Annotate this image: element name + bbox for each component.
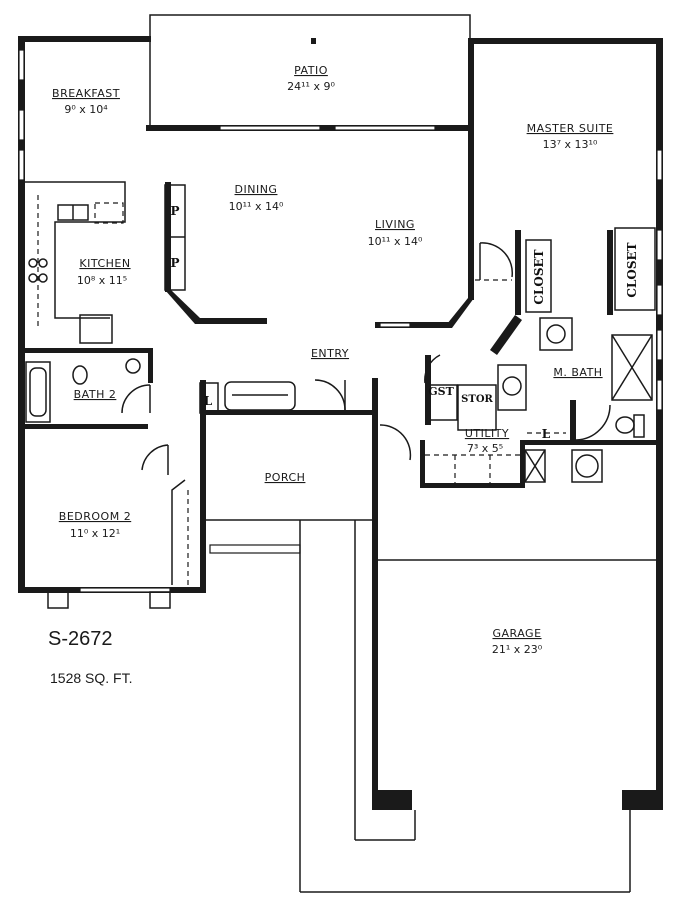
plan-model-number: S-2672 xyxy=(48,628,113,650)
pantry-label: P xyxy=(170,256,179,270)
room-breakfast-name: BREAKFAST xyxy=(52,87,120,100)
room-patio-name: PATIO xyxy=(294,64,328,77)
room-bath2-name: BATH 2 xyxy=(74,388,117,401)
master-fixtures: L xyxy=(379,227,656,483)
pantry: P P xyxy=(164,184,186,291)
room-bedroom2-name: BEDROOM 2 xyxy=(59,510,131,523)
patio-post xyxy=(311,38,316,44)
windows xyxy=(18,49,663,609)
kitchen-counters xyxy=(25,181,126,344)
room-kitchen-dims: 10⁸ x 11⁵ xyxy=(77,274,127,287)
room-kitchen-name: KITCHEN xyxy=(79,257,130,270)
stor-label: STOR xyxy=(461,394,493,405)
room-garage-name: GARAGE xyxy=(492,627,541,640)
room-patio-dims: 24¹¹ x 9⁰ xyxy=(287,80,335,93)
pantry-label: P xyxy=(170,204,179,218)
room-master-suite-name: MASTER SUITE xyxy=(527,122,614,135)
room-living-dims: 10¹¹ x 14⁰ xyxy=(368,235,423,248)
linen-label: L xyxy=(542,427,551,441)
room-utility-dims: 7³ x 5⁵ xyxy=(467,442,503,455)
gst-label: GST xyxy=(428,385,454,398)
closet-label: CLOSET xyxy=(532,249,546,304)
room-utility-name: UTILITY xyxy=(465,427,509,440)
exterior-walls xyxy=(18,36,663,810)
garage-driveway xyxy=(206,519,656,893)
room-living-name: LIVING xyxy=(375,218,415,231)
room-master-suite-dims: 13⁷ x 13¹⁰ xyxy=(543,138,598,151)
room-garage-dims: 21¹ x 23⁰ xyxy=(492,643,543,656)
room-dining-dims: 10¹¹ x 14⁰ xyxy=(229,200,284,213)
linen-label: L xyxy=(204,394,213,408)
room-breakfast-dims: 9⁰ x 10⁴ xyxy=(64,103,108,116)
room-entry-name: ENTRY xyxy=(311,347,349,360)
room-dining-name: DINING xyxy=(235,183,278,196)
room-m-bath-name: M. BATH xyxy=(553,366,602,379)
plan-square-footage: 1528 SQ. FT. xyxy=(50,670,132,686)
closet-label: CLOSET xyxy=(625,242,639,297)
entry-fixtures xyxy=(224,379,346,411)
bath2-fixtures: L xyxy=(25,358,219,585)
room-bedroom2-dims: 11⁰ x 12¹ xyxy=(70,527,120,540)
room-porch-name: PORCH xyxy=(265,471,306,484)
